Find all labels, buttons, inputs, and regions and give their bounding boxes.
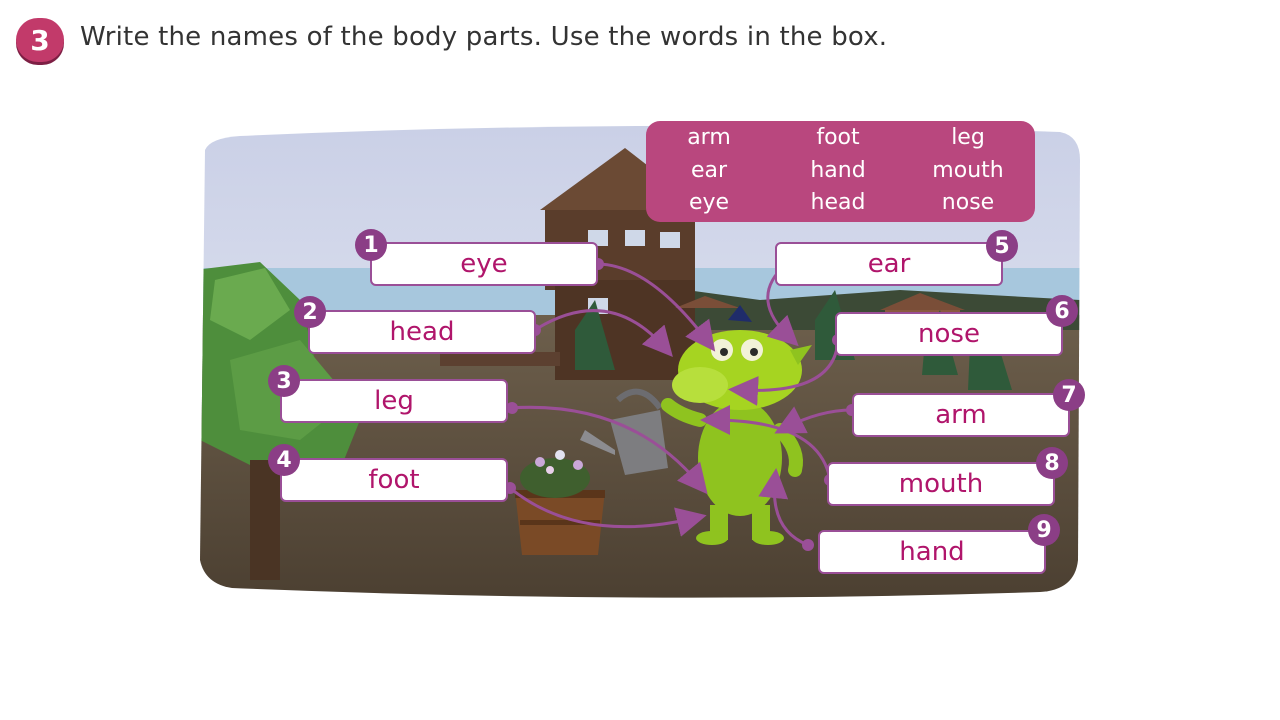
label-field-5[interactable]: ear <box>775 242 1003 286</box>
label-number-2: 2 <box>294 296 326 328</box>
label-number-6: 6 <box>1046 295 1078 327</box>
word-foot: foot <box>816 125 860 150</box>
word-head: head <box>810 190 866 215</box>
label-number-3: 3 <box>268 365 300 397</box>
label-field-4[interactable]: foot <box>280 458 508 502</box>
label-field-8[interactable]: mouth <box>827 462 1055 506</box>
word-leg: leg <box>951 125 985 150</box>
label-number-8: 8 <box>1036 447 1068 479</box>
exercise-number-badge: 3 <box>16 18 64 62</box>
label-number-7: 7 <box>1053 379 1085 411</box>
word-mouth: mouth <box>932 158 1004 183</box>
word-hand: hand <box>810 158 866 183</box>
label-number-1: 1 <box>355 229 387 261</box>
label-number-4: 4 <box>268 444 300 476</box>
label-field-3[interactable]: leg <box>280 379 508 423</box>
label-arrows <box>509 262 853 547</box>
label-field-6[interactable]: nose <box>835 312 1063 356</box>
word-ear: ear <box>690 158 728 183</box>
word-box: arm foot leg ear hand mouth eye head nos… <box>646 121 1035 222</box>
label-field-9[interactable]: hand <box>818 530 1046 574</box>
exercise-instruction: Write the names of the body parts. Use t… <box>80 22 888 52</box>
label-field-1[interactable]: eye <box>370 242 598 286</box>
label-number-5: 5 <box>986 230 1018 262</box>
label-number-9: 9 <box>1028 514 1060 546</box>
word-nose: nose <box>941 190 995 215</box>
label-field-7[interactable]: arm <box>852 393 1070 437</box>
word-eye: eye <box>688 190 730 215</box>
word-arm: arm <box>687 125 731 150</box>
label-field-2[interactable]: head <box>308 310 536 354</box>
